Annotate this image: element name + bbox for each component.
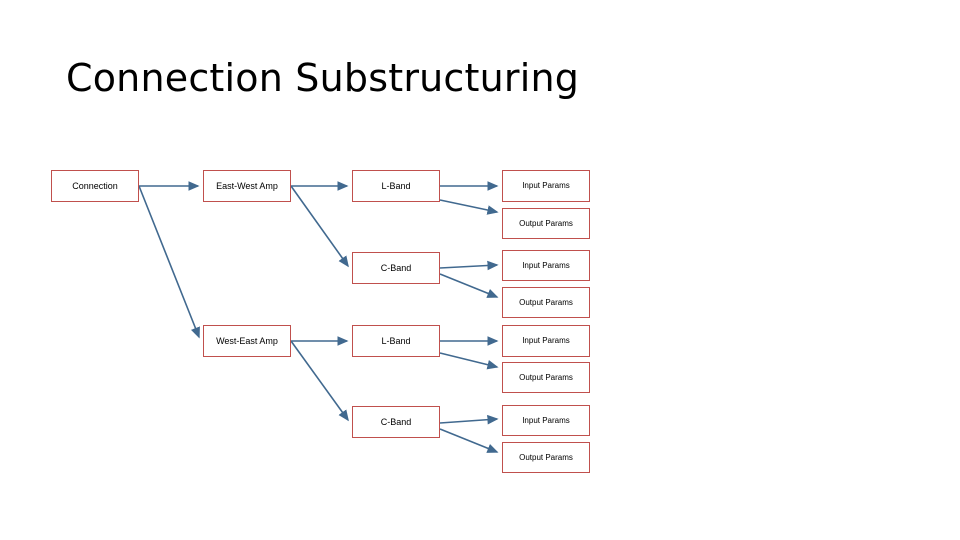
page-title: Connection Substructuring (66, 56, 580, 100)
node-out-params-3[interactable]: Output Params (502, 362, 590, 393)
node-label: Output Params (519, 218, 573, 228)
node-label: C-Band (380, 262, 412, 273)
node-label: L-Band (381, 180, 411, 191)
node-label: Output Params (519, 297, 573, 307)
connector-cband-1-to-input-params-2 (439, 260, 499, 271)
node-label: Output Params (519, 372, 573, 382)
connector-cband-2-to-input-params-4 (439, 414, 499, 425)
node-lband-2[interactable]: L-Band (352, 325, 440, 357)
node-in-params-1[interactable]: Input Params (502, 170, 590, 202)
connector-cband-1-to-output-params-2 (439, 273, 499, 298)
node-cband-2[interactable]: C-Band (352, 406, 440, 438)
connector-lband-2-to-output-params-3 (439, 352, 499, 370)
node-label: L-Band (381, 335, 411, 346)
connector-ew-amp-to-cband-1 (290, 185, 349, 268)
node-we-amp[interactable]: West-East Amp (203, 325, 291, 357)
node-label: Connection (72, 180, 118, 191)
node-label: Input Params (522, 336, 570, 346)
node-label: C-Band (380, 416, 412, 427)
connector-paths (138, 181, 499, 453)
node-label: Output Params (519, 452, 573, 462)
node-ew-amp[interactable]: East-West Amp (203, 170, 291, 202)
node-label: Input Params (522, 415, 570, 425)
node-lband-1[interactable]: L-Band (352, 170, 440, 202)
connector-connection-to-we-amp (138, 185, 200, 339)
connector-lband-1-to-output-params-1 (439, 199, 499, 215)
node-label: East-West Amp (216, 180, 278, 191)
connector-we-amp-to-cband-2 (290, 340, 349, 422)
node-in-params-4[interactable]: Input Params (502, 405, 590, 436)
connector-cband-2-to-output-params-4 (439, 428, 499, 453)
node-in-params-3[interactable]: Input Params (502, 325, 590, 357)
node-label: West-East Amp (216, 335, 278, 346)
node-label: Input Params (522, 181, 570, 191)
node-out-params-2[interactable]: Output Params (502, 287, 590, 318)
node-out-params-4[interactable]: Output Params (502, 442, 590, 473)
node-out-params-1[interactable]: Output Params (502, 208, 590, 239)
node-cband-1[interactable]: C-Band (352, 252, 440, 284)
node-in-params-2[interactable]: Input Params (502, 250, 590, 281)
node-label: Input Params (522, 260, 570, 270)
node-connection[interactable]: Connection (51, 170, 139, 202)
